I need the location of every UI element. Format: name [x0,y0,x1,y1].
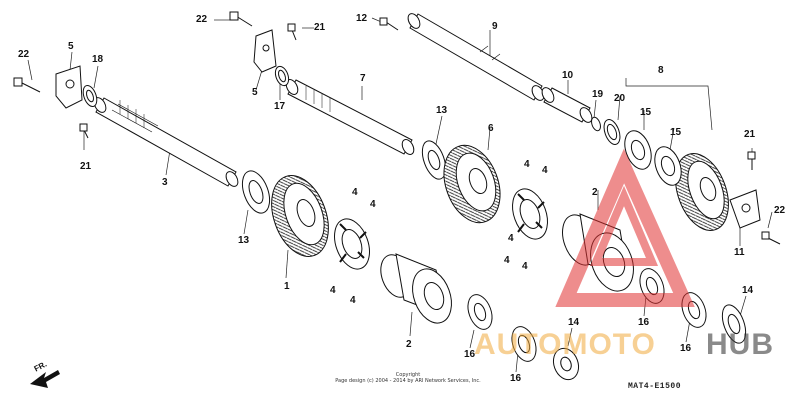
callout-11: 11 [734,247,745,258]
callout-4-f: 4 [542,165,548,176]
callout-12: 12 [356,13,368,24]
direction-arrow [30,370,60,388]
callout-16-d: 16 [510,373,522,384]
bolts [13,11,781,245]
callout-21-left: 21 [80,161,92,172]
callout-16-b: 16 [680,343,692,354]
callout-4-g: 4 [504,255,510,266]
callout-4-h: 4 [522,261,528,272]
callout-21-right: 21 [744,129,756,140]
callout-14-lower: 14 [568,317,580,328]
copyright-notice: Copyright Page design (c) 2004 - 2014 by… [318,372,498,384]
diagram-code: MAT4-E1500 [628,382,682,391]
gear-1 [271,175,329,257]
callout-6: 6 [488,123,494,134]
callout-21-top: 21 [314,22,326,33]
callout-19: 19 [592,89,604,100]
callout-22-right: 22 [774,205,786,216]
callout-1: 1 [284,281,290,292]
shaft-3 [93,97,239,187]
bearing-15 [624,130,682,186]
copyright-line-1: Copyright [395,372,421,378]
callout-10: 10 [562,70,574,81]
gear-8 [675,153,729,231]
callout-18: 18 [92,54,104,65]
callout-2-upper: 2 [592,187,598,198]
collar-10 [541,87,593,123]
gear-6 [443,144,501,224]
callout-4-e: 4 [524,159,530,170]
washers [82,65,747,381]
cage-4-left [334,218,370,270]
callout-5-left: 5 [68,41,74,52]
callout-15-a: 15 [640,107,652,118]
callout-16-a: 16 [638,317,650,328]
callout-13-right: 13 [436,105,448,116]
callout-7: 7 [360,73,366,84]
callout-4-i: 4 [508,233,514,244]
watermark-triangle [555,148,695,307]
copyright-line-2: Page design (c) 2004 - 2014 by ARI Netwo… [335,378,481,384]
callout-4-c: 4 [330,285,336,296]
callout-8: 8 [658,65,664,76]
callout-9: 9 [492,21,498,32]
callout-20: 20 [614,93,626,104]
callout-4-a: 4 [352,187,358,198]
callout-16-c: 16 [464,349,476,360]
watermark-text-b: HUB [706,328,774,361]
cage-4-right [512,188,548,240]
gear-2-lower [380,253,452,324]
callout-2-lower: 2 [406,339,412,350]
callout-3: 3 [162,177,168,188]
shaft-7 [285,79,415,155]
callout-17: 17 [274,101,286,112]
callout-14-right: 14 [742,285,754,296]
callout-13-left: 13 [238,235,250,246]
callout-15-b: 15 [670,127,682,138]
brackets [55,29,761,229]
callout-4-d: 4 [350,295,356,306]
callout-4-b: 4 [370,199,376,210]
shaft-9 [407,13,545,101]
callout-22-left: 22 [18,49,30,60]
watermark-text-a: AUTOMOTO [474,328,656,361]
callout-22-top: 22 [196,14,208,25]
callout-5-mid: 5 [252,87,258,98]
